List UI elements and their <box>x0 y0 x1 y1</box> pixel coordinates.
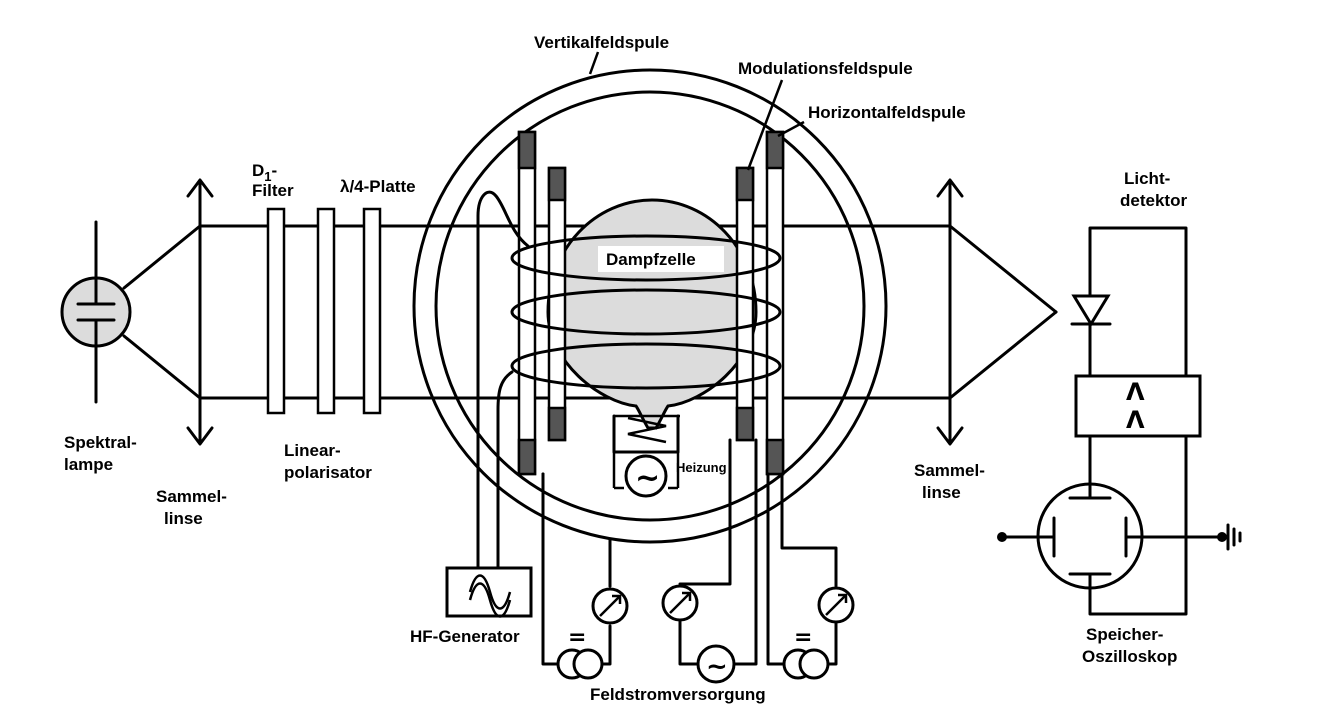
label-modulationsfeldspule: Modulationsfeldspule <box>738 59 913 78</box>
amplifier-symbol-1: Λ <box>1126 378 1145 406</box>
light-detector <box>1070 226 1188 378</box>
amplifier-box <box>1074 374 1202 438</box>
label-hf-generator: HF-Generator <box>410 627 520 646</box>
supply-circuit-middle <box>661 438 758 684</box>
modulation-field-coil-left <box>547 166 567 442</box>
dc-symbol-left: = <box>568 625 586 650</box>
label-licht-2: detektor <box>1120 191 1187 210</box>
label-linear-1: Linear- <box>284 441 341 460</box>
amplifier-symbol-2: Λ <box>1126 406 1145 434</box>
label-dampfzelle: Dampfzelle <box>606 250 696 269</box>
label-horizontalfeldspule: Horizontalfeldspule <box>808 103 966 122</box>
label-sammel-right-1: Sammel- <box>914 461 985 480</box>
hf-generator-box <box>445 566 533 618</box>
supply-circuit-left <box>541 472 629 680</box>
leader-modulation <box>746 79 784 171</box>
label-sammel-left-1: Sammel- <box>156 487 227 506</box>
dc-symbol-right: = <box>794 625 812 650</box>
label-d1-filter-main: D1- <box>252 161 277 184</box>
left-lens-arrow <box>186 178 214 446</box>
label-licht-1: Licht- <box>1124 169 1170 188</box>
label-d1-filter-2: Filter <box>252 181 294 200</box>
vertical-field-coil <box>412 51 888 544</box>
label-spektral-1: Spektral- <box>64 433 137 452</box>
rf-coil-windings <box>476 190 782 570</box>
leader-horizontal <box>777 120 805 138</box>
heater-ac-symbol: ~ <box>635 461 660 496</box>
label-lambda-plate: λ/4-Platte <box>340 177 416 196</box>
label-feldstromversorgung: Feldstromversorgung <box>590 685 766 704</box>
label-oszi-2: Oszilloskop <box>1082 647 1177 666</box>
label-oszi-1: Speicher- <box>1086 625 1163 644</box>
label-vertikalfeldspule: Vertikalfeldspule <box>534 33 669 52</box>
ac-symbol-middle: ~ <box>706 652 728 682</box>
label-sammel-left-2: linse <box>164 509 203 528</box>
label-linear-2: polarisator <box>284 463 372 482</box>
spectral-lamp <box>60 220 132 404</box>
label-heizung: Heizung <box>676 460 727 475</box>
right-lens-arrow <box>936 178 964 446</box>
supply-circuit-right <box>766 472 855 680</box>
heater <box>612 414 680 498</box>
optical-plates <box>266 207 382 415</box>
label-sammel-right-2: linse <box>922 483 961 502</box>
storage-oscilloscope <box>997 434 1242 616</box>
vapour-cell <box>546 198 758 430</box>
label-spektral-2: lampe <box>64 455 113 474</box>
modulation-field-coil-right <box>735 166 755 442</box>
